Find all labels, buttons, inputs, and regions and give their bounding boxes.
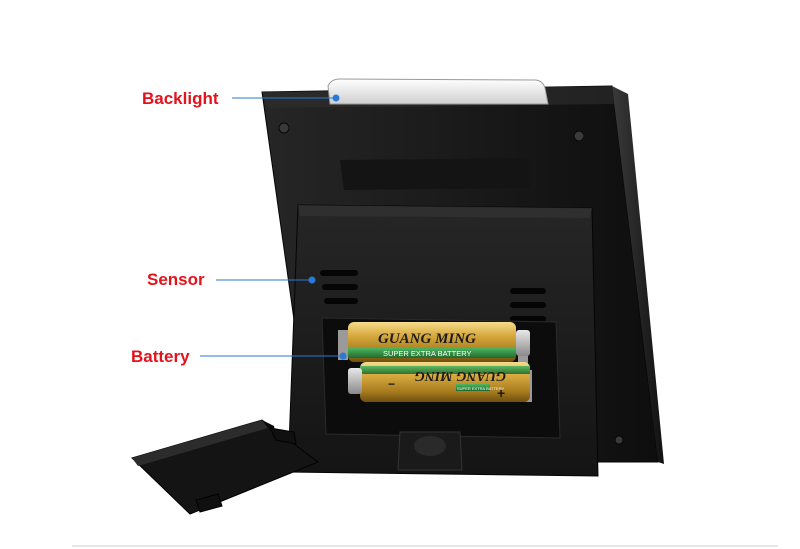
battery-bottom: GUANG MING − + SUPER EXTRA BATTERY <box>348 362 530 402</box>
sensor-vent-right <box>510 288 546 322</box>
battery-inverted-brand-text: GUANG MING <box>415 368 506 383</box>
callout-dot-icon <box>308 276 316 284</box>
callout-dot-icon <box>332 94 340 102</box>
backlight-button <box>327 78 549 105</box>
sensor-vent-left <box>320 270 358 304</box>
battery-plus-text: + <box>497 385 505 401</box>
screw-icon <box>573 130 585 142</box>
backlight-label: Backlight <box>142 89 219 108</box>
screw-icon <box>614 435 624 445</box>
battery-minus-text: − <box>388 377 395 391</box>
callout-dot-icon <box>339 352 347 360</box>
battery-brand-text: GUANG MING <box>378 331 476 347</box>
battery-cover <box>131 419 320 515</box>
battery-label: Battery <box>131 347 190 366</box>
bottom-divider <box>72 545 778 547</box>
battery-inverted-subtitle-text: SUPER EXTRA BATTERY <box>457 386 505 391</box>
screw-icon <box>278 122 290 134</box>
battery-top: GUANG MING SUPER EXTRA BATTERY <box>348 322 530 362</box>
callout-lines <box>200 94 347 360</box>
battery-subtitle-text: SUPER EXTRA BATTERY <box>383 349 472 358</box>
sensor-label: Sensor <box>147 270 205 289</box>
